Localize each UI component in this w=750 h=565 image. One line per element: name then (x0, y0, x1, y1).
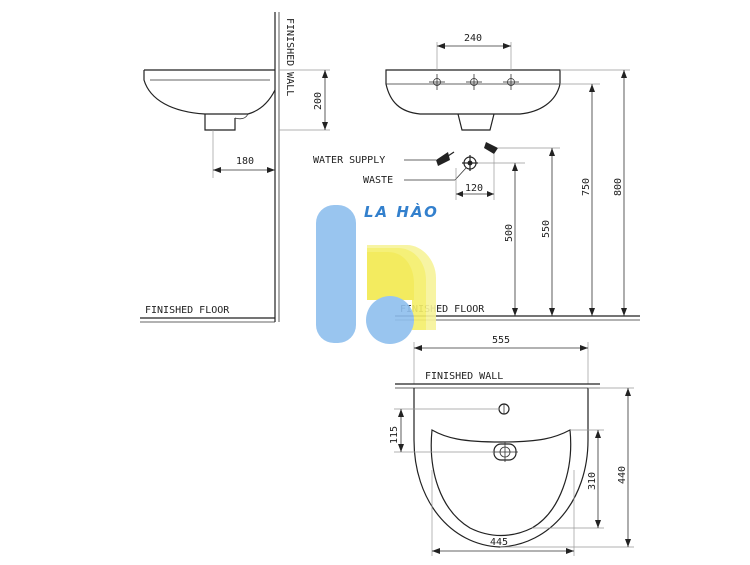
finished-wall-label-side: FINISHED WALL (284, 18, 295, 96)
water-supply-symbol-right (484, 142, 498, 154)
water-supply-label: WATER SUPPLY (313, 155, 385, 166)
front-view: 240 WATER SUPPLY WASTE 120 FINISHED F (313, 33, 640, 321)
logo-text: LA HÀO (364, 202, 439, 221)
dim-tap-from-wall: 115 (389, 426, 400, 444)
dim-tap-spacing: 240 (464, 33, 482, 44)
logo-blue-circle (366, 296, 414, 344)
dim-basin-projection: 440 (617, 466, 628, 484)
dim-basin-depth: 200 (313, 92, 324, 110)
tap-hole-right (503, 74, 519, 90)
dim-bowl-depth: 310 (587, 472, 598, 490)
waste-pipe-symbol (462, 155, 478, 171)
logo-yellow-arc-mid (367, 248, 426, 330)
finished-floor-label-right: FINISHED FLOOR (400, 304, 485, 315)
dim-bowl-width: 445 (490, 537, 508, 548)
water-supply-symbol (436, 151, 455, 166)
dim-basin-width: 555 (492, 335, 510, 346)
dim-waste-offset: 180 (236, 156, 254, 167)
logo-blue-bar (316, 205, 356, 343)
basin-front (385, 69, 561, 115)
side-view: FINISHED FLOOR FINISHED WALL 200 180 (140, 12, 330, 323)
finished-floor-label-left: FINISHED FLOOR (145, 305, 230, 316)
waste-outlet (204, 114, 236, 131)
dim-total-height: 800 (613, 178, 624, 196)
dim-supply-height: 550 (541, 220, 552, 238)
la-hao-logo: LA HÀO (316, 202, 439, 344)
tap-hole-center (466, 74, 482, 90)
waste-label: WASTE (363, 175, 393, 186)
drain-plan (492, 442, 518, 462)
plan-view: 555 FINISHED WALL 115 310 (389, 335, 634, 556)
dim-rim-height: 750 (581, 178, 592, 196)
basin-profile (143, 69, 276, 115)
waste-outlet-front (457, 113, 495, 131)
tap-hole-left (429, 74, 445, 90)
bowl-outline-plan (430, 429, 572, 537)
basin-outline-plan (413, 388, 589, 548)
logo-yellow-arc-inner (367, 252, 414, 300)
dim-waste-height: 500 (504, 224, 515, 242)
dim-supply-width: 120 (465, 183, 483, 194)
finished-wall-label-bottom: FINISHED WALL (425, 371, 503, 382)
